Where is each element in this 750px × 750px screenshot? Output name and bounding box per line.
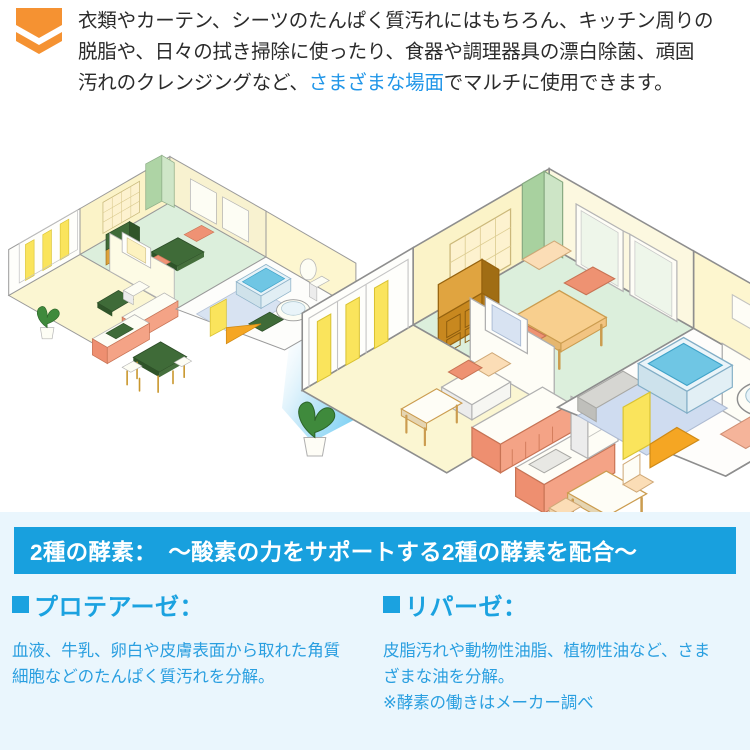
protease-description: 血液、牛乳、卵白や皮膚表面から取れた角質 細胞などのたんぱく質汚れを分解。 — [12, 638, 361, 690]
intro-highlight: さまざまな場面 — [308, 72, 444, 94]
intro-line-3-b: でマルチに使用できます。 — [443, 72, 674, 94]
lipase-line-1: 皮脂汚れや動物性油脂、植物性油など、さま — [383, 642, 711, 660]
intro-section: 衣類やカーテン、シーツのたんぱく質汚れにはもちろん、キッチン周りの 脱脂や、日々… — [0, 0, 750, 115]
lipase-line-2: ざまな油を分解。 — [383, 668, 515, 686]
double-chevron-down-icon — [16, 8, 62, 54]
enzyme-banner: 2種の酵素： ～酸素の力をサポートする2種の酵素を配合～ — [14, 527, 736, 574]
illustration-section — [0, 112, 750, 512]
intro-line-3: 汚れのクレンジングなど、さまざまな場面でマルチに使用できます。 — [78, 68, 713, 99]
houses-illustration — [7, 154, 750, 512]
lipase-title: リパーゼ： — [405, 594, 528, 621]
enzyme-column-protease: プロテアーゼ： 血液、牛乳、卵白や皮膚表面から取れた角質 細胞などのたんぱく質汚… — [0, 587, 375, 716]
intro-line-1: 衣類やカーテン、シーツのたんぱく質汚れにはもちろん、キッチン周りの — [78, 10, 714, 32]
square-bullet-icon — [383, 596, 400, 613]
intro-line-2: 脱脂や、日々の拭き掃除に使ったり、食器や調理器具の漂白除菌、頑固 — [78, 41, 695, 63]
lipase-description: 皮脂汚れや動物性油脂、植物性油など、さま ざまな油を分解。 ※酵素の働きはメーカ… — [383, 638, 738, 716]
enzyme-columns: プロテアーゼ： 血液、牛乳、卵白や皮膚表面から取れた角質 細胞などのたんぱく質汚… — [0, 587, 750, 716]
lipase-heading: リパーゼ： — [383, 587, 738, 622]
protease-title: プロテアーゼ： — [34, 594, 205, 621]
protease-line-1: 血液、牛乳、卵白や皮膚表面から取れた角質 — [12, 642, 341, 660]
plant-icon — [36, 306, 60, 340]
enzyme-banner-text: 2種の酵素： ～酸素の力をサポートする2種の酵素を配合～ — [30, 539, 638, 565]
plant-icon — [298, 401, 336, 457]
intro-line-3-a: 汚れのクレンジングなど、 — [78, 72, 309, 94]
protease-heading: プロテアーゼ： — [12, 587, 361, 622]
intro-paragraph: 衣類やカーテン、シーツのたんぱく質汚れにはもちろん、キッチン周りの 脱脂や、日々… — [78, 0, 727, 99]
protease-line-2: 細胞などのたんぱく質汚れを分解。 — [12, 668, 275, 686]
square-bullet-icon — [12, 596, 29, 613]
enzyme-column-lipase: リパーゼ： 皮脂汚れや動物性油脂、植物性油など、さま ざまな油を分解。 ※酵素の… — [375, 587, 750, 716]
house-after-isometric — [298, 167, 750, 512]
lipase-note: ※酵素の働きはメーカー調べ — [383, 694, 594, 712]
enzyme-section: 2種の酵素： ～酸素の力をサポートする2種の酵素を配合～ プロテアーゼ： 血液、… — [0, 512, 750, 750]
chevron-icon-wrap — [0, 0, 78, 58]
